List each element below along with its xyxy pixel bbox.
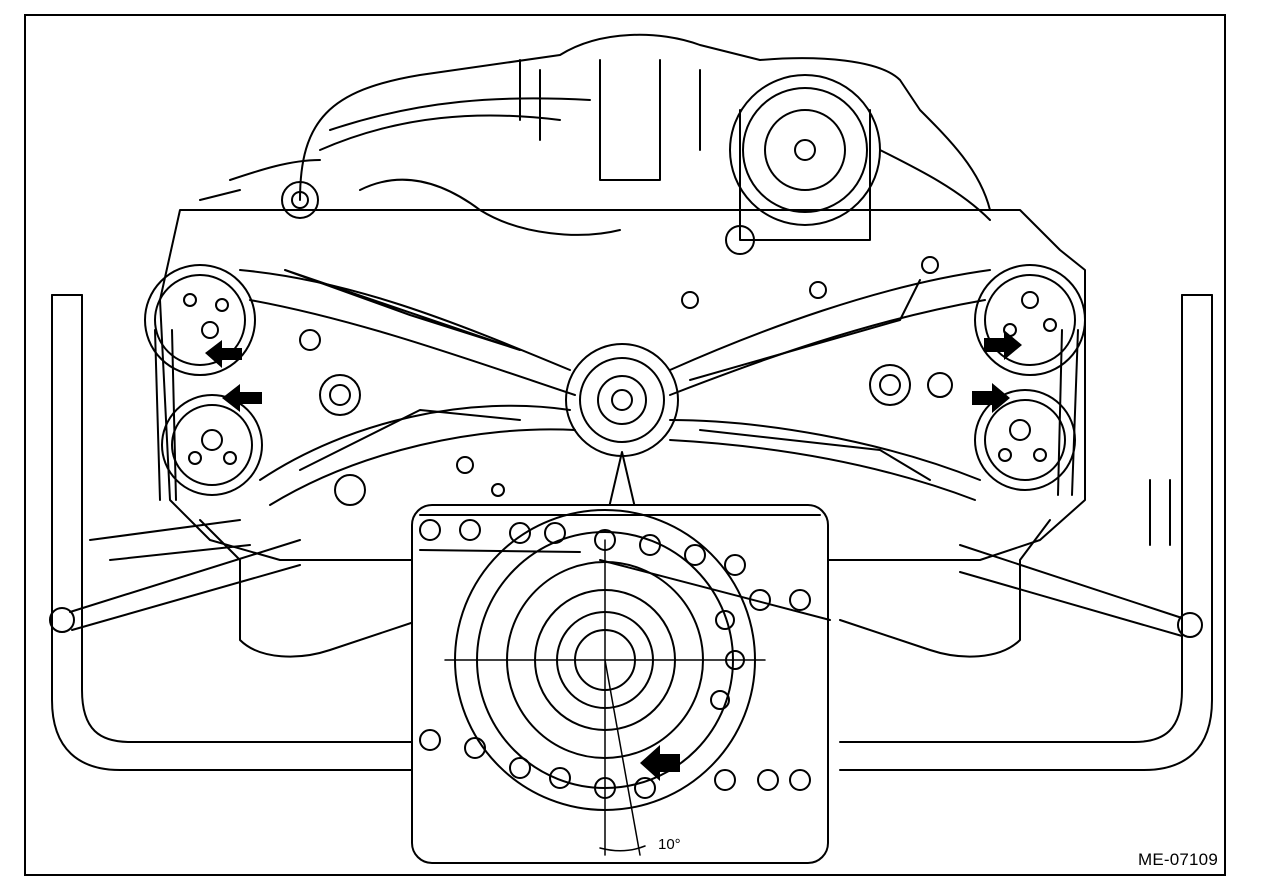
detail-callout-leader (607, 451, 637, 513)
left-upper-cam-sprocket (144, 264, 256, 376)
arrow-right-lower-icon (972, 383, 1010, 413)
timing-mark-arrows (205, 330, 1022, 781)
engine-stand-right (839, 294, 1213, 771)
engine-stand-left (49, 294, 421, 771)
right-upper-cam-sprocket (974, 264, 1086, 376)
arrow-detail-icon (640, 745, 680, 781)
engine-block (159, 209, 1086, 658)
arrow-left-upper-icon (205, 340, 242, 368)
figure-code: ME-07109 (1137, 850, 1218, 869)
engine-top-outline (199, 33, 991, 236)
alternator (729, 74, 881, 241)
right-lower-cam-sprocket (974, 389, 1076, 491)
detail-inset (411, 504, 831, 864)
bolts (281, 181, 953, 506)
arrow-right-upper-icon (984, 330, 1022, 360)
left-lower-cam-sprocket (161, 394, 263, 496)
angle-label: 10° (658, 836, 681, 853)
arrow-left-lower-icon (222, 384, 262, 412)
timing-chains (154, 269, 1079, 506)
crank-sprocket (565, 343, 679, 457)
